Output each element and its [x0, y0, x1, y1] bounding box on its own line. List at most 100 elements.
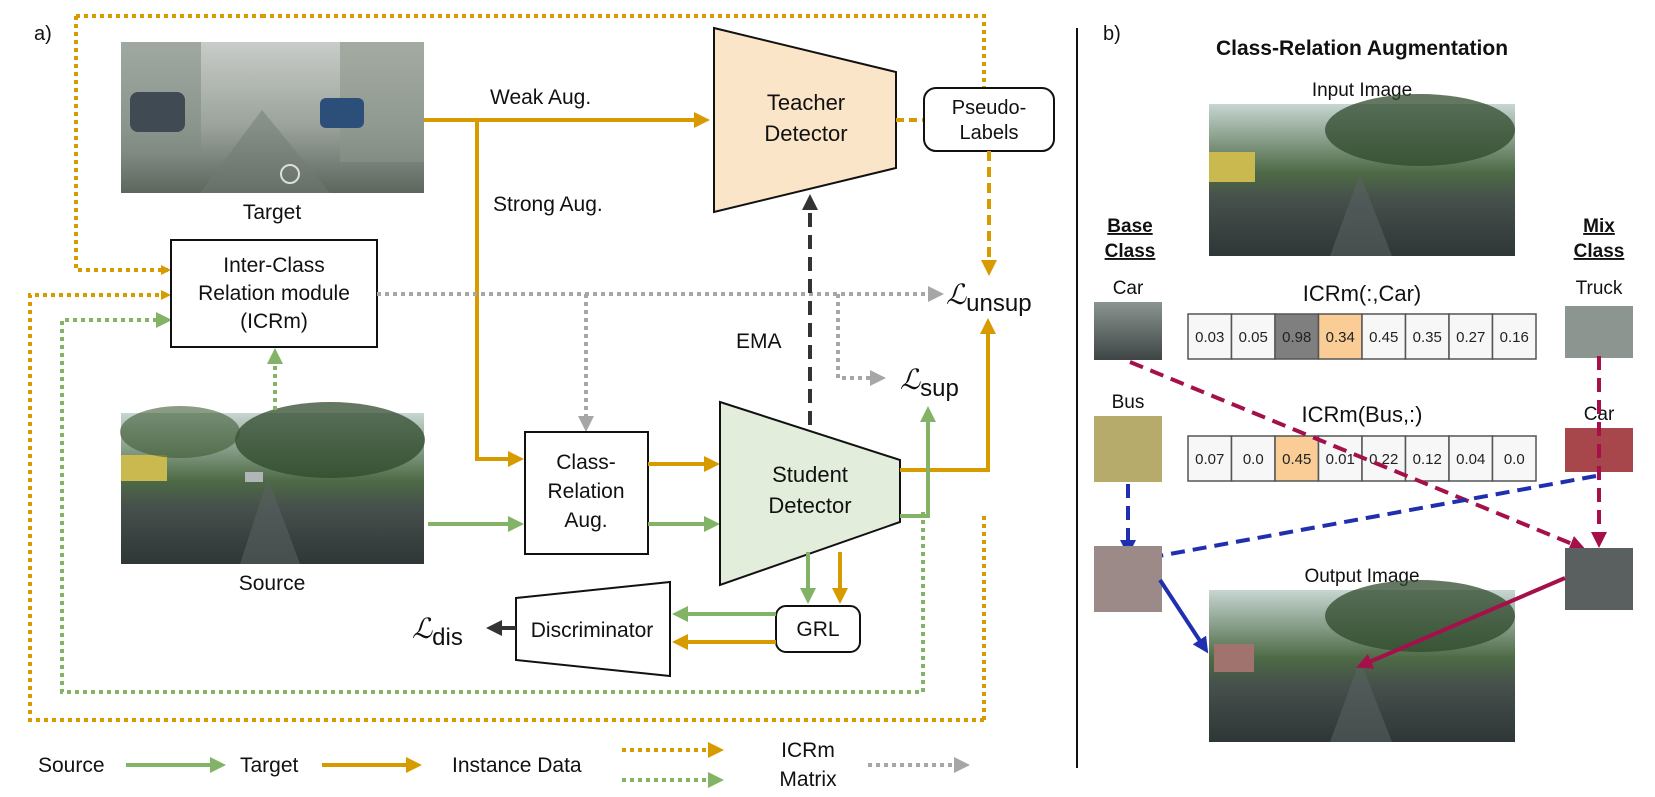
- matrix-cell-value: 0.05: [1239, 329, 1268, 346]
- panel-a-label: a): [34, 23, 52, 45]
- row1-matrix: 0.03 0.05 0.98 0.34 0.45 0.35 0.27 0.16: [1187, 313, 1537, 360]
- source-image: [120, 402, 425, 564]
- row1-right-label: Truck: [1576, 278, 1623, 299]
- mixed-car-patch: [1565, 548, 1633, 610]
- loss-dis: ℒdis: [412, 613, 463, 651]
- matrix-cell-value: 0.03: [1195, 329, 1224, 346]
- loss-dis-sub: dis: [432, 624, 463, 651]
- cra-line2: Relation: [547, 480, 624, 503]
- loss-dis-symbol: ℒ: [412, 613, 433, 644]
- teacher-label-line1: Teacher: [767, 90, 845, 115]
- discriminator-label: Discriminator: [531, 619, 654, 642]
- row1-left-label: Car: [1113, 278, 1144, 299]
- student-to-sup-arrow: [900, 406, 936, 518]
- source-caption: Source: [239, 572, 306, 595]
- class-relation-aug-box: [524, 431, 649, 555]
- cra-line1: Class-: [556, 451, 616, 474]
- row2-right-label: Car: [1584, 404, 1615, 425]
- student-detector: [719, 400, 901, 587]
- matrix-cell-value: 0.35: [1413, 329, 1442, 346]
- mix-class-line1: Mix: [1583, 216, 1615, 237]
- matrix-cell: [1230, 313, 1276, 360]
- ema-label: EMA: [736, 330, 782, 353]
- teacher-label-line2: Detector: [764, 121, 847, 146]
- matrix-cell-value: 0.07: [1195, 451, 1224, 468]
- matrix-cell: [1448, 435, 1494, 482]
- grl-box: [775, 605, 861, 653]
- icrm-line2: Relation module: [198, 282, 350, 305]
- matrix-cell: [1317, 435, 1363, 482]
- loss-unsup: ℒunsup: [946, 279, 1032, 317]
- mix-class-line2: Class: [1574, 241, 1625, 262]
- legend-source-label: Source: [38, 754, 105, 777]
- pseudo-labels-line1: Pseudo-: [952, 97, 1027, 119]
- matrix-cell: [1491, 313, 1537, 360]
- base-class-line1: Base: [1107, 216, 1152, 237]
- matrix-cell-value: 0.04: [1456, 451, 1485, 468]
- discriminator: [515, 580, 671, 678]
- target-image: [121, 42, 424, 193]
- instance-target-bottom-loop: [28, 290, 984, 722]
- student-label-line1: Student: [772, 462, 848, 487]
- icrm-module: [170, 239, 378, 348]
- weak-aug-label: Weak Aug.: [490, 86, 591, 109]
- panel-b-title: Class-Relation Augmentation: [1216, 37, 1508, 60]
- row2-title: ICRm(Bus,:): [1302, 402, 1423, 427]
- icrm-line3: (ICRm): [240, 310, 308, 333]
- car-to-mix-arrow: [1129, 360, 1586, 551]
- matrix-cell-value: 0.0: [1504, 451, 1525, 468]
- base-class-line2: Class: [1105, 241, 1156, 262]
- matrix-cell-value: 0.27: [1456, 329, 1485, 346]
- matrix-cell-value: 0.12: [1413, 451, 1442, 468]
- legend-target-label: Target: [240, 754, 299, 777]
- loss-sup-sub: sup: [920, 375, 959, 402]
- panel-b-label: b): [1103, 23, 1121, 45]
- row1-title: ICRm(:,Car): [1303, 281, 1422, 306]
- loss-sup: ℒsup: [900, 364, 959, 402]
- teacher-detector: [713, 26, 897, 214]
- matrix-cell-value: 0.98: [1282, 329, 1311, 346]
- loss-sup-symbol: ℒ: [900, 364, 921, 395]
- matrix-cell: [1448, 313, 1494, 360]
- bus-patch: [1094, 416, 1162, 482]
- matrix-cell-value: 0.16: [1500, 329, 1529, 346]
- strong-aug-arrow: [475, 120, 524, 467]
- icrm-to-sup-arrow: [836, 294, 886, 386]
- output-bus-arrow: [1158, 578, 1209, 654]
- target-caption: Target: [243, 201, 302, 224]
- cra-line3: Aug.: [564, 509, 607, 532]
- matrix-cell: [1187, 435, 1233, 482]
- grl-label: GRL: [796, 618, 839, 641]
- truck-patch: [1565, 306, 1633, 358]
- legend-icrm-line1: ICRm: [781, 739, 835, 762]
- student-label-line2: Detector: [768, 493, 851, 518]
- matrix-cell-value: 0.01: [1326, 451, 1355, 468]
- mixed-bus-patch: [1094, 546, 1162, 612]
- matrix-cell-value: 0.0: [1243, 451, 1264, 468]
- matrix-cell: [1274, 313, 1320, 360]
- matrix-cell: [1404, 313, 1450, 360]
- instance-source-loop: [60, 312, 925, 694]
- matrix-cell-value: 0.45: [1282, 451, 1311, 468]
- output-car-arrow: [1356, 576, 1566, 669]
- input-image-caption: Input Image: [1312, 80, 1412, 101]
- loss-unsup-sub: unsup: [966, 290, 1031, 317]
- matrix-cell: [1361, 313, 1407, 360]
- loss-unsup-symbol: ℒ: [946, 279, 967, 310]
- icrm-line1: Inter-Class: [223, 254, 325, 277]
- strong-aug-label: Strong Aug.: [493, 193, 603, 216]
- matrix-cell-value: 0.45: [1369, 329, 1398, 346]
- pseudo-labels-line2: Labels: [960, 122, 1019, 144]
- instance-target-to-icrm: [74, 14, 262, 270]
- output-image: [1209, 580, 1515, 742]
- matrix-cell-value: 0.34: [1326, 329, 1355, 346]
- input-image: [1209, 94, 1515, 256]
- matrix-cell: [1491, 435, 1537, 482]
- legend-instance-label: Instance Data: [452, 754, 582, 777]
- row2-left-label: Bus: [1112, 392, 1145, 413]
- matrix-cell: [1404, 435, 1450, 482]
- car-patch: [1094, 302, 1162, 360]
